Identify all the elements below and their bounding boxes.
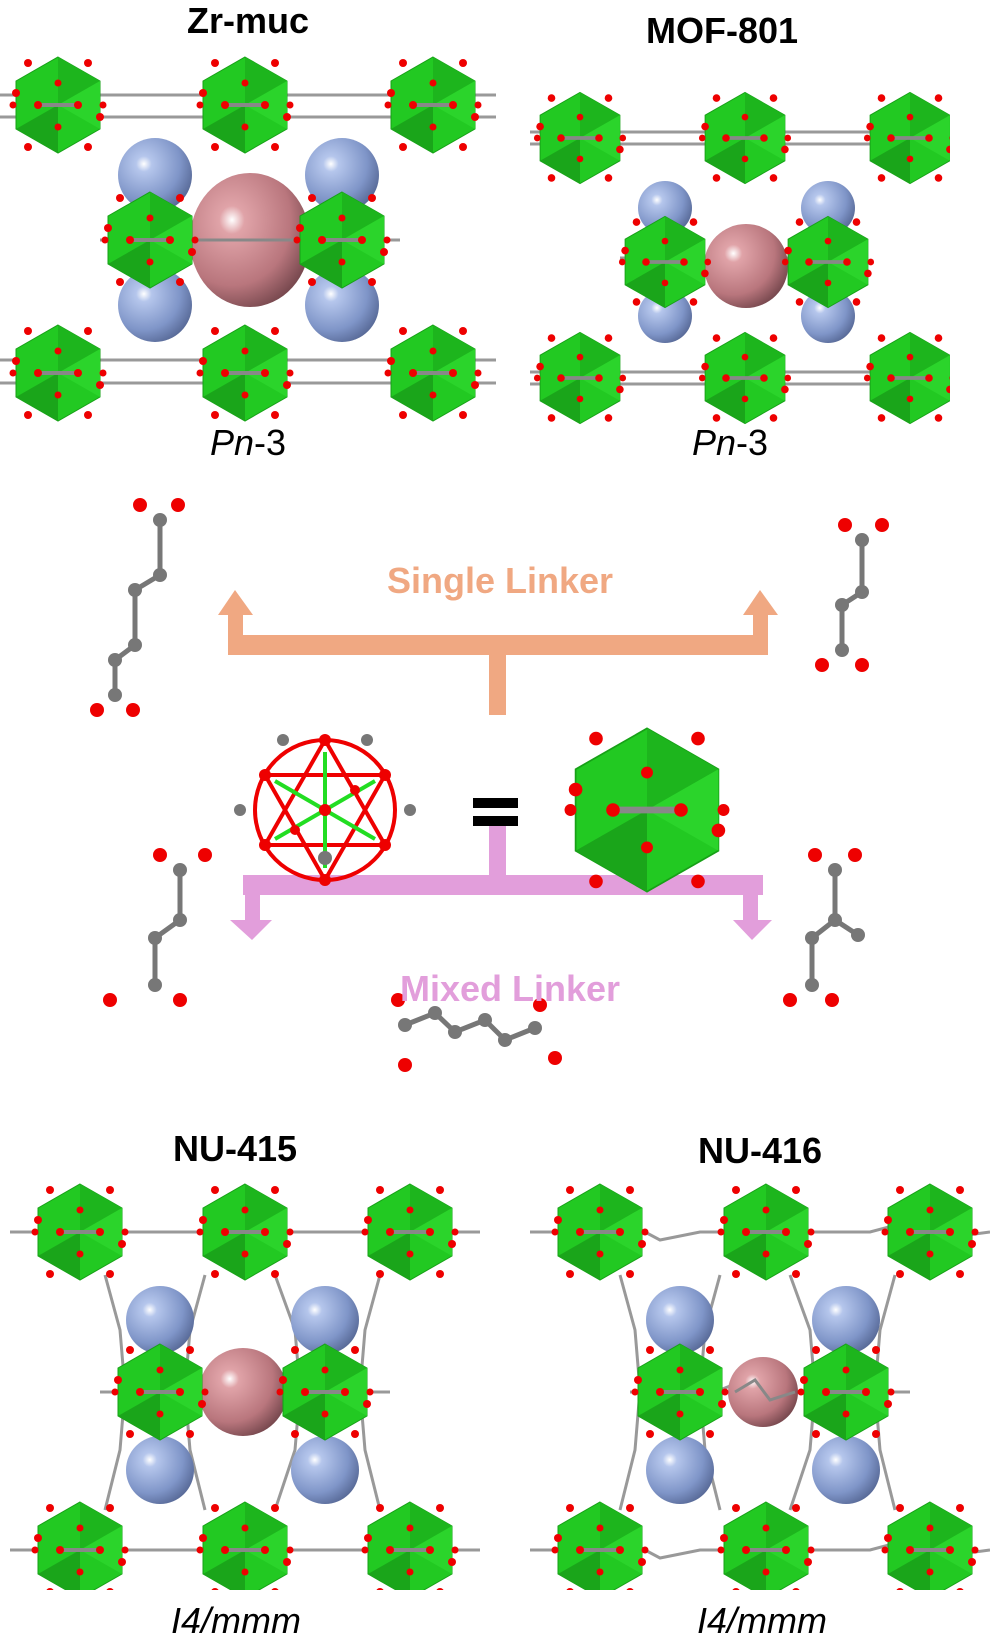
zr-cluster — [382, 55, 484, 155]
zr-cluster — [382, 323, 484, 423]
zr-cluster — [697, 330, 793, 426]
zr-cluster — [274, 1342, 376, 1442]
panel-title-mof-801: MOF-801 — [645, 10, 799, 51]
small-pore — [638, 181, 692, 235]
small-pore — [118, 268, 192, 342]
small-pore — [126, 1286, 194, 1354]
panel-title-nu-415: NU-415 — [172, 1128, 298, 1169]
linker-muconate — [112, 520, 163, 695]
small-pore — [118, 138, 192, 212]
panel-title-zr-muc: Zr-muc — [186, 0, 309, 41]
small-pore — [646, 1436, 714, 1504]
zr-cluster — [862, 330, 950, 426]
zr-cluster — [194, 55, 296, 155]
small-pore — [305, 138, 379, 212]
zr-cluster — [291, 190, 393, 290]
zr-cluster — [629, 1342, 731, 1442]
zr-cluster — [7, 323, 109, 423]
single-linker-label: Single Linker — [386, 560, 614, 601]
small-pore — [126, 1436, 194, 1504]
zr-cluster — [359, 1182, 461, 1282]
zr-cluster — [359, 1500, 461, 1590]
linker-fumarate-top — [839, 540, 865, 650]
zr-cluster — [780, 214, 876, 310]
zr-cluster — [879, 1500, 981, 1590]
linker-fumarate-bottom — [152, 870, 183, 985]
linker-muconate-bottom — [404, 1010, 536, 1043]
small-pore — [812, 1286, 880, 1354]
structure-nu-416 — [530, 1180, 990, 1590]
zr-cluster — [715, 1500, 817, 1590]
zr-cluster — [532, 330, 628, 426]
zr-cluster — [549, 1182, 651, 1282]
large-pore — [199, 1348, 287, 1436]
structure-zr-muc — [0, 55, 496, 425]
zr-cluster — [109, 1342, 211, 1442]
small-pore — [801, 181, 855, 235]
small-pore — [291, 1286, 359, 1354]
space-group-nu-415: I4/mmm — [171, 1600, 301, 1641]
large-pore — [704, 224, 788, 308]
zr-cluster — [194, 1500, 296, 1590]
zr-cluster — [29, 1500, 131, 1590]
small-pore — [638, 289, 692, 343]
zr-cluster — [549, 1500, 651, 1590]
space-group-zr-muc: Pn-3 — [209, 422, 287, 463]
zr-cluster — [879, 1182, 981, 1282]
zr-cluster — [862, 90, 950, 186]
zr-cluster — [99, 190, 201, 290]
zr-cluster — [697, 90, 793, 186]
space-group-mof-801: Pn-3 — [691, 422, 769, 463]
structure-nu-415 — [10, 1180, 480, 1590]
zr-cluster — [29, 1182, 131, 1282]
zr-cluster — [715, 1182, 817, 1282]
structure-mof-801 — [530, 88, 950, 428]
linker-mesaconate — [809, 870, 860, 985]
small-pore — [291, 1436, 359, 1504]
panel-title-nu-416: NU-416 — [697, 1130, 823, 1171]
zr-cluster — [532, 90, 628, 186]
small-pore — [305, 268, 379, 342]
zr-cluster — [194, 323, 296, 423]
mixed-linker-label: Mixed Linker — [399, 968, 621, 1009]
small-pore — [646, 1286, 714, 1354]
small-pore — [812, 1436, 880, 1504]
zr-cluster — [194, 1182, 296, 1282]
zr-cluster — [617, 214, 713, 310]
center-diagram — [0, 480, 992, 1140]
zr-cluster — [7, 55, 109, 155]
small-pore — [801, 289, 855, 343]
zr6-cluster-ball-stick — [234, 734, 416, 886]
single-linker-arrow — [218, 590, 778, 715]
equals-sign — [473, 798, 518, 826]
zr6-cluster-polyhedral — [565, 728, 730, 891]
space-group-nu-416: I4/mmm — [697, 1600, 827, 1641]
